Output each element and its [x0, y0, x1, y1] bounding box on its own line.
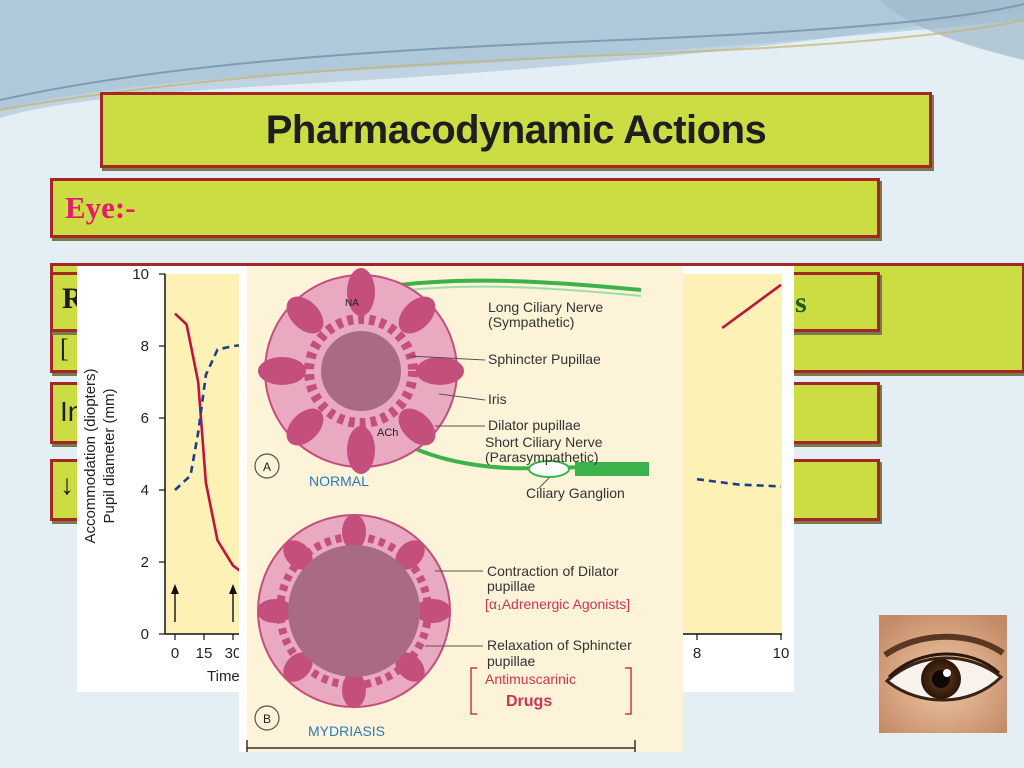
event-arrow-2 [229, 584, 237, 622]
chart-series-dashed-left [174, 342, 253, 491]
chart-y-tick-label: 8 [141, 338, 149, 355]
label-short-ciliary-nerve: Short Ciliary Nerve [485, 434, 603, 450]
chart-x-tick-label: 8 [693, 645, 701, 662]
chart-y-tick-label: 4 [141, 482, 149, 499]
panel-b-letter: B [263, 712, 271, 726]
row-1-second-line-fragment: [ [60, 334, 69, 363]
eye-photo [879, 615, 1007, 733]
panel-b-title: MYDRIASIS [308, 723, 385, 739]
chart-series-dashed-right [696, 477, 782, 488]
label-alpha1-agonists: [α₁Adrenergic Agonists] [485, 596, 630, 612]
chart-lines [174, 283, 782, 582]
ach-label: ACh [377, 427, 398, 439]
slide-title-box: Pharmacodynamic Actions [100, 92, 932, 168]
row-1-fragment-right: s [795, 286, 807, 319]
row-3-fragment-left: ↓ [60, 470, 74, 501]
iris-normal [258, 268, 464, 474]
chart-y-tick-label: 0 [141, 626, 149, 643]
panel-a-title: NORMAL [309, 473, 369, 489]
panel-a-marker [254, 453, 280, 479]
label-antimuscarinic: Antimuscarinic [485, 671, 576, 687]
label-relaxation-sphincter-pupillae: pupillae [487, 653, 535, 669]
label-sphincter-pupillae: Sphincter Pupillae [488, 351, 601, 367]
section-label-box: Eye:- [50, 178, 880, 238]
chart-y-tick-label: 2 [141, 554, 149, 571]
chart-series-solid-left [174, 312, 254, 582]
chart-ylabel-line-2: Pupil diameter (mm) [101, 388, 118, 523]
label-sympathetic: (Sympathetic) [488, 314, 574, 330]
chart-x-tick-label: 15 [196, 645, 213, 662]
label-contraction-dilator-pupillae: pupillae [487, 578, 535, 594]
iris-muscle-diagram: NA ACh A NORMAL Long Ciliary Nerve (Symp… [246, 266, 683, 752]
chart-y-tick-label: 10 [132, 266, 149, 283]
chart-series-solid-right [721, 283, 782, 330]
na-label: NA [345, 298, 359, 309]
ciliary-ganglion [528, 460, 570, 478]
chart-x-tick-label: 10 [773, 645, 790, 662]
header-wave-decoration [0, 0, 1024, 118]
chart-x-tick-label: 0 [171, 645, 179, 662]
label-ciliary-ganglion: Ciliary Ganglion [526, 485, 625, 501]
label-iris: Iris [488, 391, 507, 407]
label-long-ciliary-nerve: Long Ciliary Nerve [488, 299, 603, 315]
panel-a-letter: A [263, 460, 271, 474]
panel-b-marker [254, 705, 280, 731]
label-parasympathetic: (Parasympathetic) [485, 449, 599, 465]
section-label: Eye:- [65, 190, 136, 225]
iris-diagram-card: NA ACh A NORMAL Long Ciliary Nerve (Symp… [239, 266, 683, 752]
event-arrow-1 [171, 584, 179, 622]
label-contraction-dilator: Contraction of Dilator [487, 563, 619, 579]
label-drugs: Drugs [506, 693, 552, 710]
chart-ticks: 0 2 4 6 8 10 0 15 30 8 10 [132, 266, 789, 662]
chart-xlabel: Time [207, 668, 240, 685]
chart-y-tick-label: 6 [141, 410, 149, 427]
iris-mydriasis [257, 514, 451, 708]
chart-x-tick-label: 30 [225, 645, 242, 662]
eye-photo-icon [879, 615, 1007, 733]
chart-ylabel-line-1: Accommodation (diopters) [82, 368, 99, 543]
label-dilator-pupillae: Dilator pupillae [488, 417, 581, 433]
label-relaxation-sphincter: Relaxation of Sphincter [487, 637, 632, 653]
slide-title: Pharmacodynamic Actions [265, 107, 767, 152]
